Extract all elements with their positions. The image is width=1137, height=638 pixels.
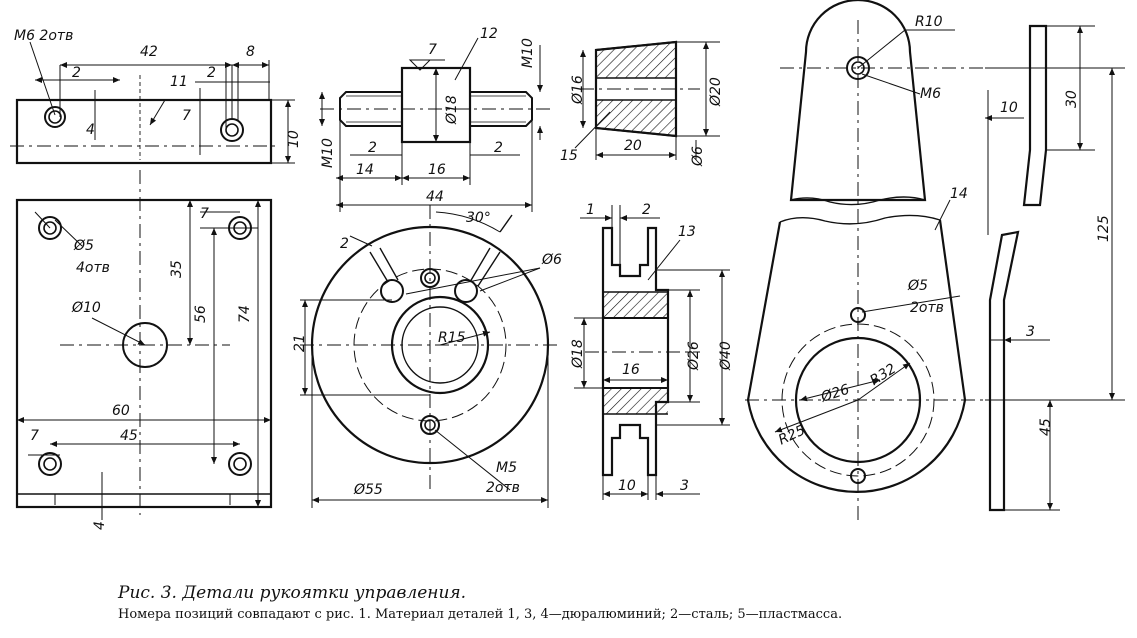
dim-10: 10 [286,130,302,148]
part-12-labels: 12 7 M10 Ø18 M10 2 2 14 16 44 [320,26,536,205]
label-d18: Ø18 [444,95,460,125]
figure-caption-title: Рис. 3. Детали рукоятки управления. [118,583,467,603]
label-m10-left: M10 [320,138,336,168]
dim-14: 14 [356,162,374,178]
label-d26-pulley: Ø26 [686,341,702,371]
dim-3-pulley: 3 [680,478,689,494]
part-15-labels: Ø16 Ø20 20 Ø6 15 [560,75,724,167]
dim-1: 1 [586,202,595,218]
label-d6-holes: Ø6 [541,252,562,268]
dim-42: 42 [140,44,158,60]
disc-front-view [300,205,560,508]
item-11: 11 [170,74,188,90]
label-r10: R10 [915,14,943,30]
part-15-cone [574,40,720,160]
label-d6: Ø6 [690,146,706,167]
label-2otv-disc: 2отв [486,480,520,496]
label-d18-pulley: Ø18 [570,339,586,369]
label-d26-lever: Ø26 [818,382,851,406]
label-m10-top: M10 [520,38,536,68]
label-r32: R32 [867,361,899,389]
dim-2-slot: 2 [340,236,349,252]
part-14-labels: R10 M6 14 Ø5 2отв Ø26 R32 R25 [776,14,968,448]
label-2otv-lever: 2отв [910,300,944,316]
dim-7-bottom: 7 [30,428,39,444]
part-14-lever [745,0,1000,520]
label-4otv: 4отв [76,260,110,276]
label-7-roughness: 7 [428,42,437,58]
dim-3-side: 3 [1026,324,1035,340]
dim-16: 16 [428,162,446,178]
label-r15: R15 [438,330,466,346]
dim-44: 44 [426,189,444,205]
dim-10-pulley: 10 [618,478,636,494]
label-m6-lever: M6 [920,86,941,102]
dim-2b: 2 [207,65,216,81]
dim-2a: 2 [72,65,81,81]
part-11-top-view [10,41,295,165]
dim-35: 35 [169,260,185,278]
dim-4: 4 [86,122,95,138]
dim-d55: Ø55 [353,482,383,498]
dim-45: 45 [120,428,138,444]
part-14-side-labels: 30 10 125 3 45 [1000,90,1112,436]
dim-45-side: 45 [1038,418,1054,436]
dim-74: 74 [237,305,253,323]
dim-21: 21 [292,334,308,352]
label-d16: Ø16 [570,75,586,105]
dim-2-pulley: 2 [642,202,651,218]
label-m6: M6 2отв [14,28,73,44]
item-13: 13 [678,224,696,240]
dim-16-pulley: 16 [622,362,640,378]
label-d5-lever: Ø5 [907,278,928,294]
part-13-pulley [574,205,730,500]
dim-20: 20 [624,138,642,154]
dim-56: 56 [193,305,209,323]
label-d40: Ø40 [718,341,734,371]
part-11-top-labels: M6 2отв M6 2отв 42 8 2 2 4 7 10 11 [14,28,302,148]
dim-10-side: 10 [1000,100,1018,116]
dim-4-bottom: 4 [92,521,108,530]
figure-caption-text: Номера позиций совпадают с рис. 1. Матер… [118,607,843,622]
item-15: 15 [560,148,578,164]
dim-60: 60 [112,403,130,419]
label-d20: Ø20 [708,77,724,107]
part-14-side-view [985,24,1125,512]
dim-7: 7 [182,108,191,124]
label-d10: Ø10 [71,300,101,316]
disc-labels: 30° 2 Ø6 21 R15 M5 2отв Ø55 [292,210,562,498]
item-14: 14 [950,186,968,202]
dim-2-left: 2 [368,140,377,156]
label-30deg: 30° [466,210,491,226]
technical-drawing: M6 2отв M6 2отв 42 8 2 2 4 7 10 11 [10,0,1125,530]
part-11-front-view [15,170,273,520]
label-m5: M5 [496,460,517,476]
dim-30-side: 30 [1064,90,1080,108]
dim-125: 125 [1096,215,1112,242]
dim-8: 8 [246,44,255,60]
label-d5: Ø5 [73,238,94,254]
part-11-front-labels: Ø5 4отв 35 56 74 Ø10 60 45 7 7 4 [30,206,253,530]
dim-7-front: 7 [200,206,209,222]
dim-2-right: 2 [494,140,503,156]
item-12: 12 [480,26,498,42]
part-12-shaft [319,37,550,212]
part-13-labels: 1 2 13 Ø18 16 Ø26 Ø40 10 3 [570,202,734,494]
